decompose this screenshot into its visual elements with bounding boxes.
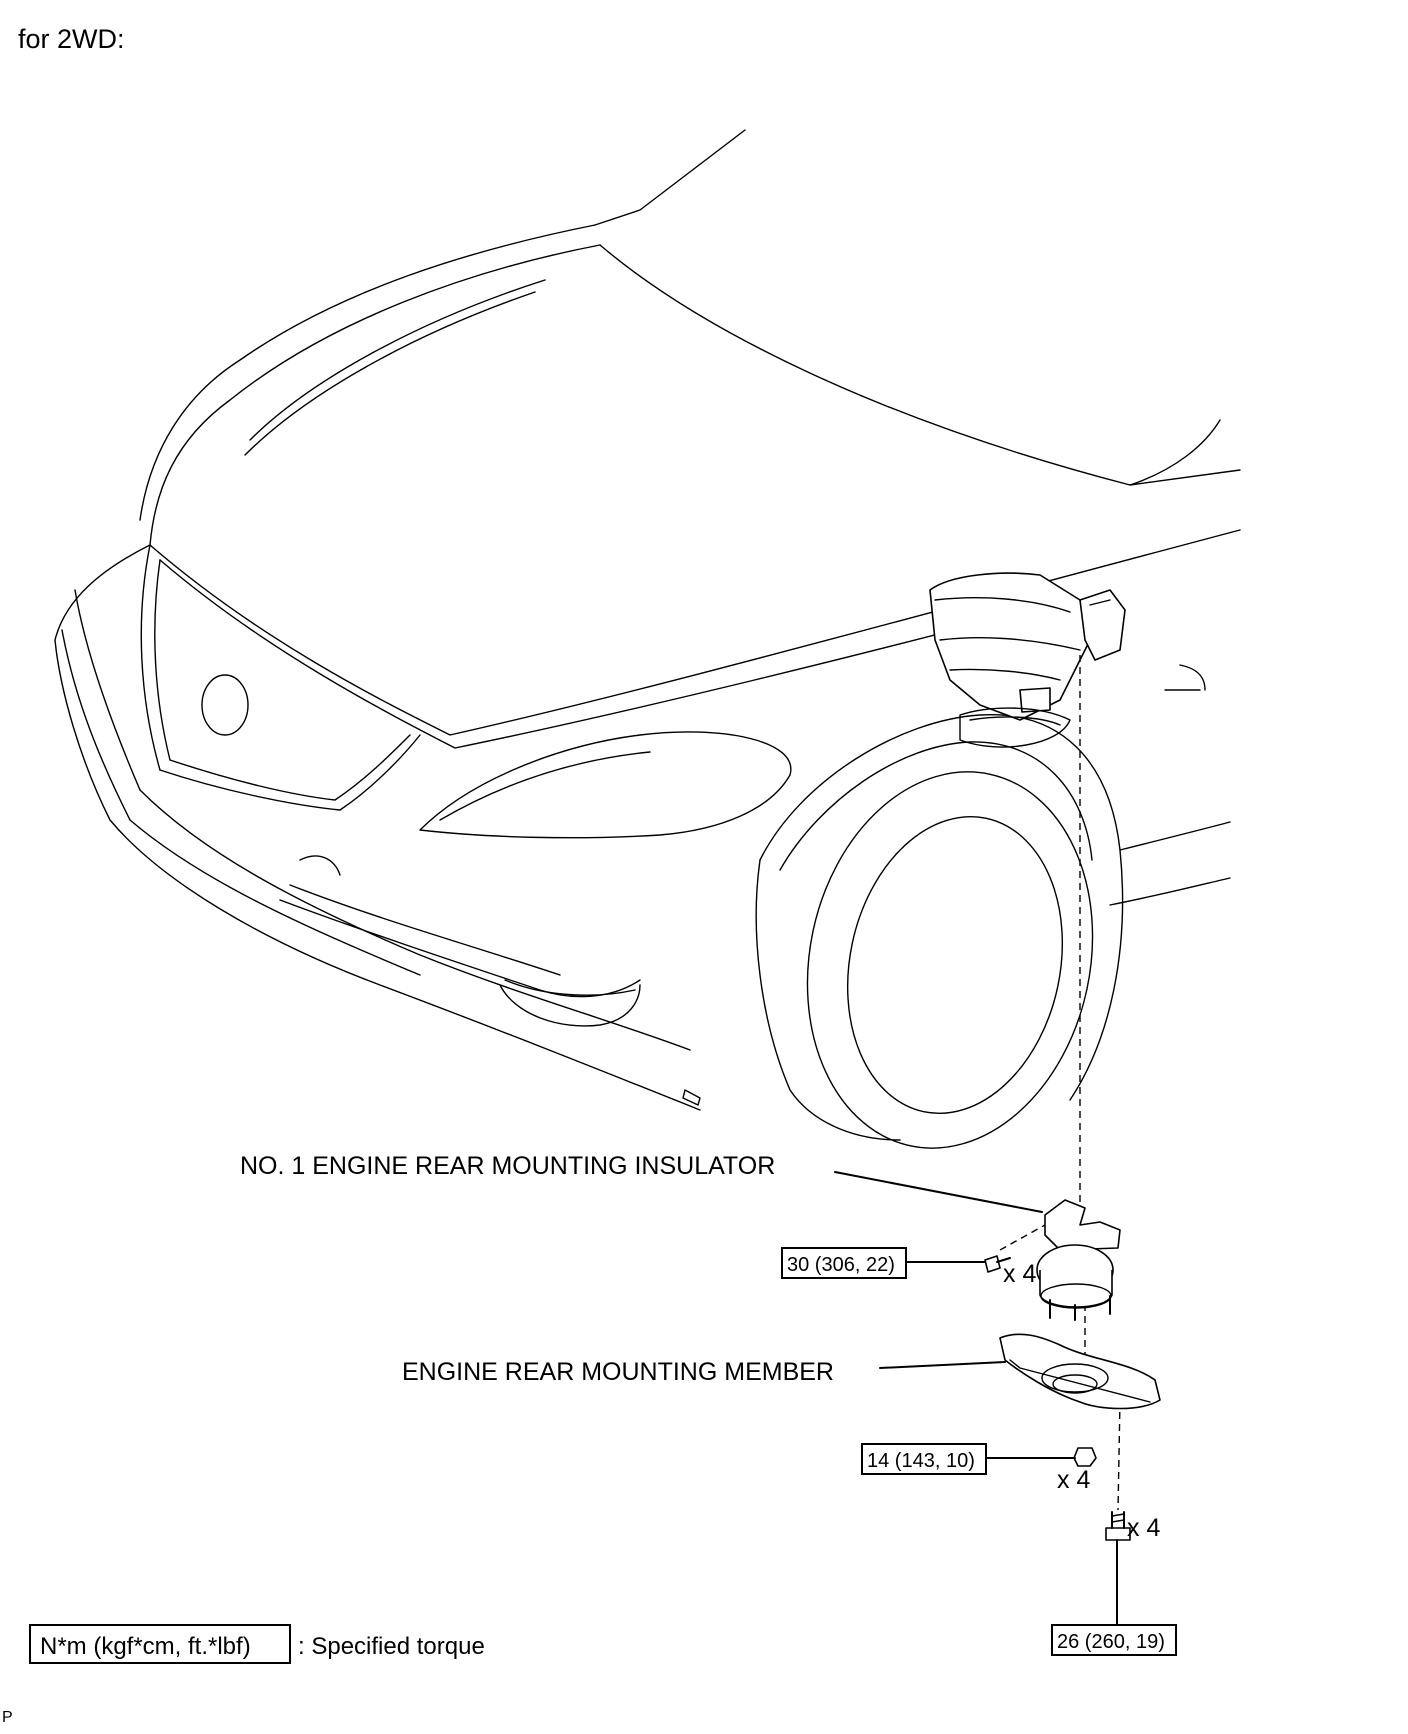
member-bolt-illustration xyxy=(1105,1511,1131,1541)
member-nut-illustration xyxy=(1073,1447,1097,1467)
alignment-guide-bolt xyxy=(1117,1399,1121,1511)
torque-box-member-bolt: 26 (260, 19) xyxy=(1051,1624,1177,1656)
transmission-illustration xyxy=(929,572,1126,748)
torque-box-insulator-bolt: 30 (306, 22) xyxy=(781,1247,907,1279)
figure-code: P xyxy=(2,1709,13,1726)
insulator-bolt-illustration xyxy=(984,1224,1046,1273)
qty-member-nut: x 4 xyxy=(1057,1466,1090,1494)
torque-box-member-nut: 14 (143, 10) xyxy=(861,1443,987,1475)
leader-insulator xyxy=(834,1171,1043,1213)
legend-description: : Specified torque xyxy=(298,1633,485,1660)
leader-member xyxy=(879,1361,1006,1369)
torque-value-member-nut: 14 (143, 10) xyxy=(867,1450,975,1472)
torque-value-member-bolt: 26 (260, 19) xyxy=(1057,1631,1165,1653)
legend-unit-box: N*m (kgf*cm, ft.*lbf) xyxy=(40,1633,251,1660)
torque-legend: N*m (kgf*cm, ft.*lbf) : Specified torque xyxy=(29,1624,485,1664)
vehicle-front-illustration xyxy=(54,129,1241,1149)
qty-member-bolt: x 4 xyxy=(1127,1514,1160,1542)
page-heading: for 2WD: xyxy=(18,24,125,54)
torque-value-insulator-bolt: 30 (306, 22) xyxy=(787,1254,895,1276)
insulator-label: NO. 1 ENGINE REAR MOUNTING INSULATOR xyxy=(240,1152,775,1180)
member-label: ENGINE REAR MOUNTING MEMBER xyxy=(402,1358,834,1386)
insulator-illustration xyxy=(1036,1199,1121,1321)
qty-insulator-bolt: x 4 xyxy=(1003,1260,1036,1288)
member-illustration xyxy=(999,1333,1161,1410)
